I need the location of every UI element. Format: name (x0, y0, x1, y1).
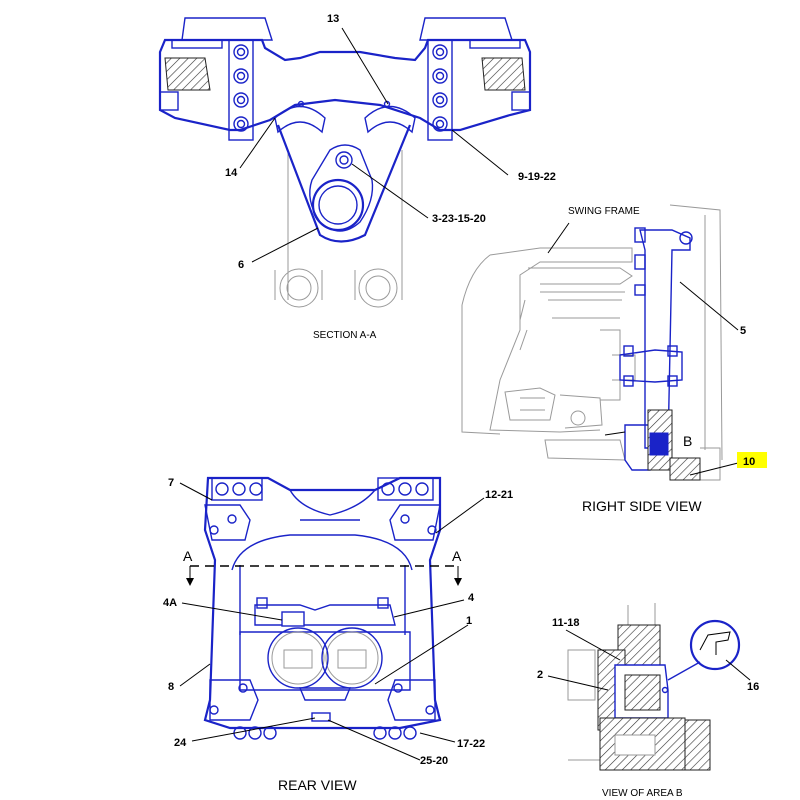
callout-14: 14 (225, 167, 238, 179)
rear-view-caption: REAR VIEW (278, 777, 357, 793)
area-b-marker: B (683, 433, 692, 449)
callout-5: 5 (740, 325, 746, 337)
callout-16: 16 (747, 681, 759, 693)
callout-3-23-15-20: 3-23-15-20 (432, 213, 486, 225)
swing-frame-label: SWING FRAME (568, 206, 640, 217)
section-marker-left: A (183, 548, 193, 564)
callout-10: 10 (743, 456, 755, 468)
callout-7: 7 (168, 477, 174, 489)
area-b-view (547, 603, 751, 771)
section-marker-right: A (452, 548, 462, 564)
callout-24: 24 (174, 737, 187, 749)
callout-1: 1 (466, 615, 472, 627)
callout-4: 4 (468, 592, 475, 604)
callout-17-22: 17-22 (457, 738, 485, 750)
rear-view (179, 476, 485, 761)
callout-13: 13 (327, 13, 339, 25)
callout-8: 8 (168, 681, 174, 693)
callout-11-18: 11-18 (552, 617, 580, 629)
callout-4A: 4A (163, 597, 177, 609)
callout-6: 6 (238, 259, 244, 271)
area-b-caption: VIEW OF AREA B (602, 788, 683, 799)
callout-9-19-22: 9-19-22 (518, 171, 556, 183)
callout-2: 2 (537, 669, 543, 681)
section-a-a-caption: SECTION A-A (313, 330, 377, 341)
right-side-view (461, 204, 739, 481)
callout-10-highlight (737, 452, 767, 468)
section-a-a-view (158, 17, 532, 308)
right-side-view-caption: RIGHT SIDE VIEW (582, 498, 702, 514)
callout-25-20: 25-20 (420, 755, 448, 767)
callout-12-21: 12-21 (485, 489, 513, 501)
